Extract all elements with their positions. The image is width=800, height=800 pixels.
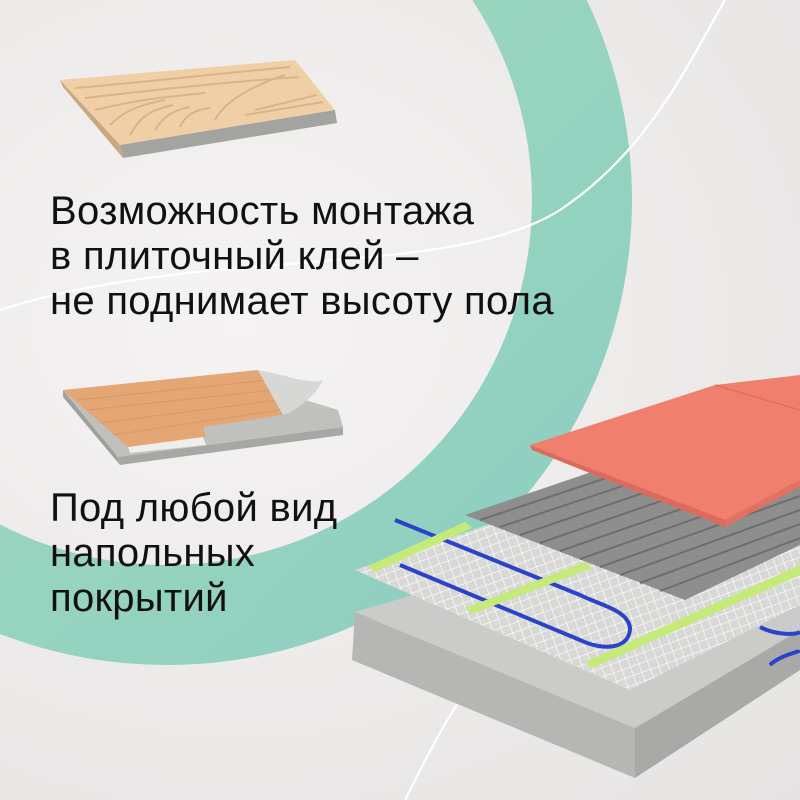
wood-flooring-illustration xyxy=(63,370,343,465)
feature-2-heading: Под любой вид напольных покрытий xyxy=(50,486,337,621)
feature-1-line-1: Возможность монтажа xyxy=(50,189,475,233)
tile-adhesive-illustration xyxy=(60,60,337,158)
feature-2-line-3: покрытий xyxy=(50,576,228,620)
feature-1-line-2: в плиточный клей – xyxy=(50,234,419,278)
white-curve-bottom xyxy=(404,699,461,800)
feature-1-line-3: не поднимает высоту пола xyxy=(50,279,554,323)
feature-2-line-1: Под любой вид xyxy=(50,486,338,530)
feature-2-line-2: напольных xyxy=(50,531,256,575)
white-curve-top xyxy=(0,0,726,312)
feature-1-heading: Возможность монтажа в плиточный клей – н… xyxy=(50,189,554,324)
tile-layer xyxy=(530,375,800,527)
heating-mat-layers-illustration xyxy=(352,375,800,778)
